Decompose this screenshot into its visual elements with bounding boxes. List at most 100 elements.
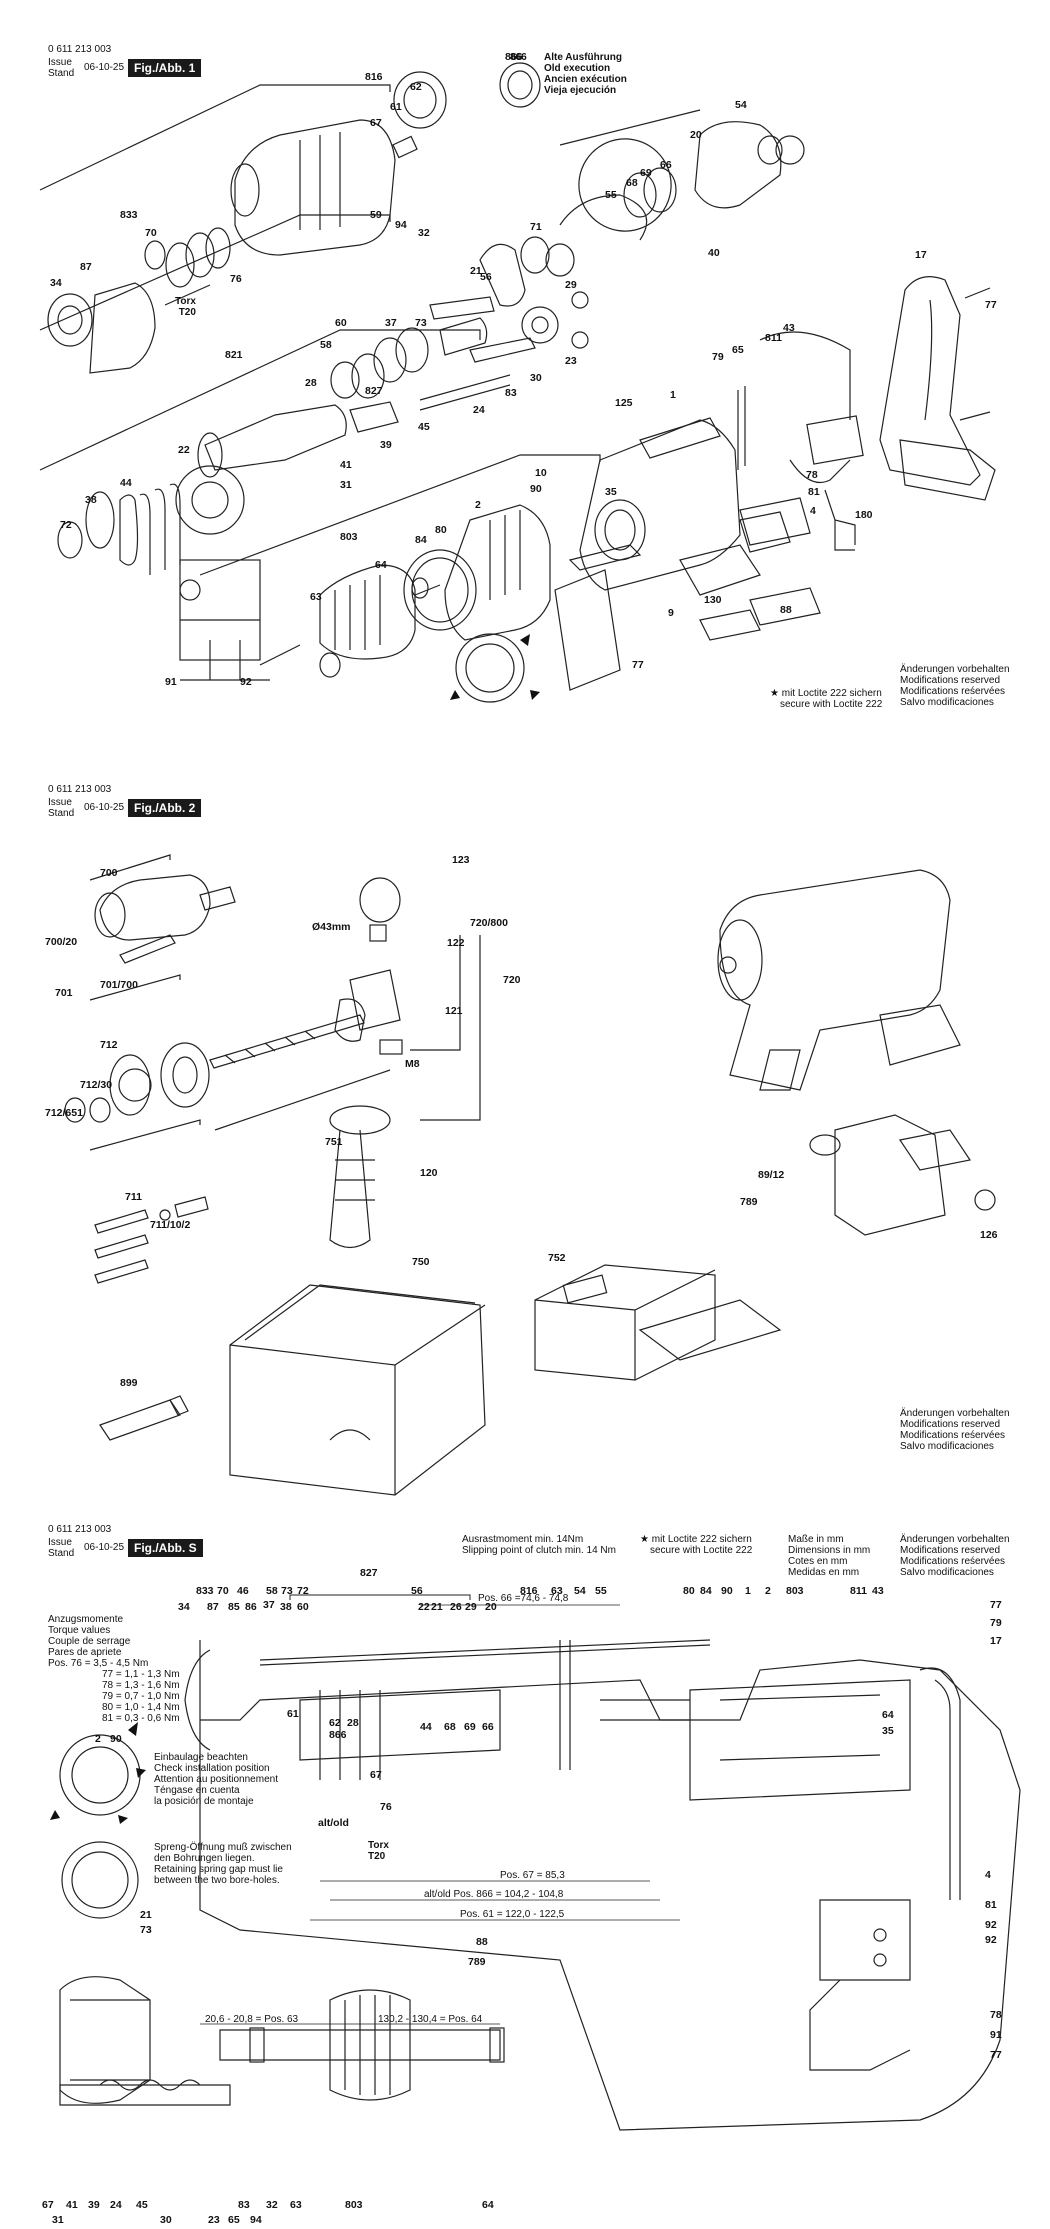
part-label-37: 37 xyxy=(385,317,397,329)
part-label-29: 29 xyxy=(565,279,577,291)
part-label-90: 90 xyxy=(721,1585,733,1597)
part-label-121: 121 xyxy=(445,1005,463,1017)
part-label-126: 126 xyxy=(980,1229,998,1241)
part-label-21: 21 xyxy=(431,1601,443,1613)
part-label-130: 130 xyxy=(704,594,722,606)
part-label-87: 87 xyxy=(80,261,92,273)
part-label-803: 803 xyxy=(340,531,358,543)
part-label-833: 833 xyxy=(120,209,138,221)
part-label-32: 32 xyxy=(266,2199,278,2211)
part-label-1: 1 xyxy=(745,1585,751,1597)
lower-section xyxy=(59,1976,505,2106)
battery-plate xyxy=(554,497,811,691)
issue-date-1: 06-10-25 xyxy=(84,62,125,73)
handle-housing xyxy=(879,276,996,501)
part-label-20: 20 xyxy=(485,1601,497,1613)
part-label-64: 64 xyxy=(375,559,387,571)
part-label-9: 9 xyxy=(668,607,674,619)
part-label-31: 31 xyxy=(52,2214,64,2226)
hammer-housing xyxy=(230,71,447,256)
dim-pos63: 20,6 - 20,8 = Pos. 63 xyxy=(205,2014,299,2025)
part-label-24: 24 xyxy=(110,2199,122,2211)
part-label-39: 39 xyxy=(380,439,392,451)
part-label-23: 23 xyxy=(208,2214,220,2226)
part-label-56: 56 xyxy=(480,271,492,283)
part-label-30: 30 xyxy=(160,2214,172,2226)
part-label-2: 2 xyxy=(765,1585,771,1597)
wiring-diagram xyxy=(179,559,270,681)
dimension-lines xyxy=(200,1604,680,2025)
part-label-69: 69 xyxy=(640,167,652,179)
part-label-64: 64 xyxy=(882,1709,894,1721)
part-label-26: 26 xyxy=(450,1601,462,1613)
part-label-72: 72 xyxy=(297,1585,309,1597)
part-label-40: 40 xyxy=(708,247,720,259)
part-label-2: 2 xyxy=(475,499,481,511)
spring-gear xyxy=(57,465,245,575)
part-label-M8: M8 xyxy=(405,1058,420,1070)
part-label-701-700: 701/700 xyxy=(100,979,138,991)
alt-old-label: alt/old xyxy=(318,1817,349,1829)
part-label-816: 816 xyxy=(365,71,383,83)
part-label-31: 31 xyxy=(340,479,352,491)
part-label-78: 78 xyxy=(806,469,818,481)
part-label-803: 803 xyxy=(345,2199,363,2211)
part-label-180: 180 xyxy=(855,509,873,521)
part-label-70: 70 xyxy=(145,227,157,239)
part-label-76: 76 xyxy=(380,1801,392,1813)
part-label-92: 92 xyxy=(985,1934,997,1946)
part-label-84: 84 xyxy=(700,1585,712,1597)
part-label-45: 45 xyxy=(418,421,430,433)
part-label-67: 67 xyxy=(370,117,382,129)
part-label-79: 79 xyxy=(712,351,724,363)
part-label-720-800: 720/800 xyxy=(470,917,508,929)
part-label-720: 720 xyxy=(503,974,521,986)
part-label-4: 4 xyxy=(810,505,816,517)
part-label-67: 67 xyxy=(370,1769,382,1781)
part-label-85: 85 xyxy=(228,1601,240,1613)
part-label-62: 62 xyxy=(329,1717,341,1729)
dim-pos67: Pos. 67 = 85,3 xyxy=(500,1870,565,1881)
battery-charger xyxy=(534,1264,782,1381)
doc-number-2: 0 611 213 003 xyxy=(48,784,112,795)
issue-date-2: 06-10-25 xyxy=(84,802,125,813)
part-label-58: 58 xyxy=(266,1585,278,1597)
part-label-63: 63 xyxy=(310,591,322,603)
part-label-89-12: 89/12 xyxy=(758,1169,785,1181)
part-label-751: 751 xyxy=(325,1136,343,1148)
figure-title-1: Fig./Abb. 1 xyxy=(128,59,202,77)
part-label-2: 2 xyxy=(95,1733,101,1745)
part-label-35: 35 xyxy=(882,1725,894,1737)
part-label-28: 28 xyxy=(305,377,317,389)
part-label-750: 750 xyxy=(412,1256,430,1268)
gear-housing xyxy=(499,62,805,232)
dim-pos866: alt/old Pos. 866 = 104,2 - 104,8 xyxy=(424,1889,564,1900)
doc-number-1: 0 611 213 003 xyxy=(48,44,112,55)
part-label-711-10-2: 711/10/2 xyxy=(150,1219,191,1231)
part-label-92: 92 xyxy=(240,676,252,688)
part-label-38: 38 xyxy=(85,494,97,506)
part-label-77: 77 xyxy=(985,299,997,311)
carrying-case xyxy=(229,1284,486,1496)
switch-electronics xyxy=(737,331,864,551)
part-label-59: 59 xyxy=(370,209,382,221)
part-label-125: 125 xyxy=(615,397,633,409)
keyless-chuck xyxy=(94,874,236,964)
part-label-83: 83 xyxy=(505,387,517,399)
part-label-38: 38 xyxy=(280,1601,292,1613)
part-label-44: 44 xyxy=(120,477,132,489)
part-label-80: 80 xyxy=(435,524,447,536)
part-label-68: 68 xyxy=(444,1721,456,1733)
part-label-79: 79 xyxy=(990,1617,1002,1629)
part-label-899: 899 xyxy=(120,1377,138,1389)
part-label-71: 71 xyxy=(530,221,542,233)
part-label-86: 86 xyxy=(245,1601,257,1613)
part-label-90: 90 xyxy=(530,483,542,495)
